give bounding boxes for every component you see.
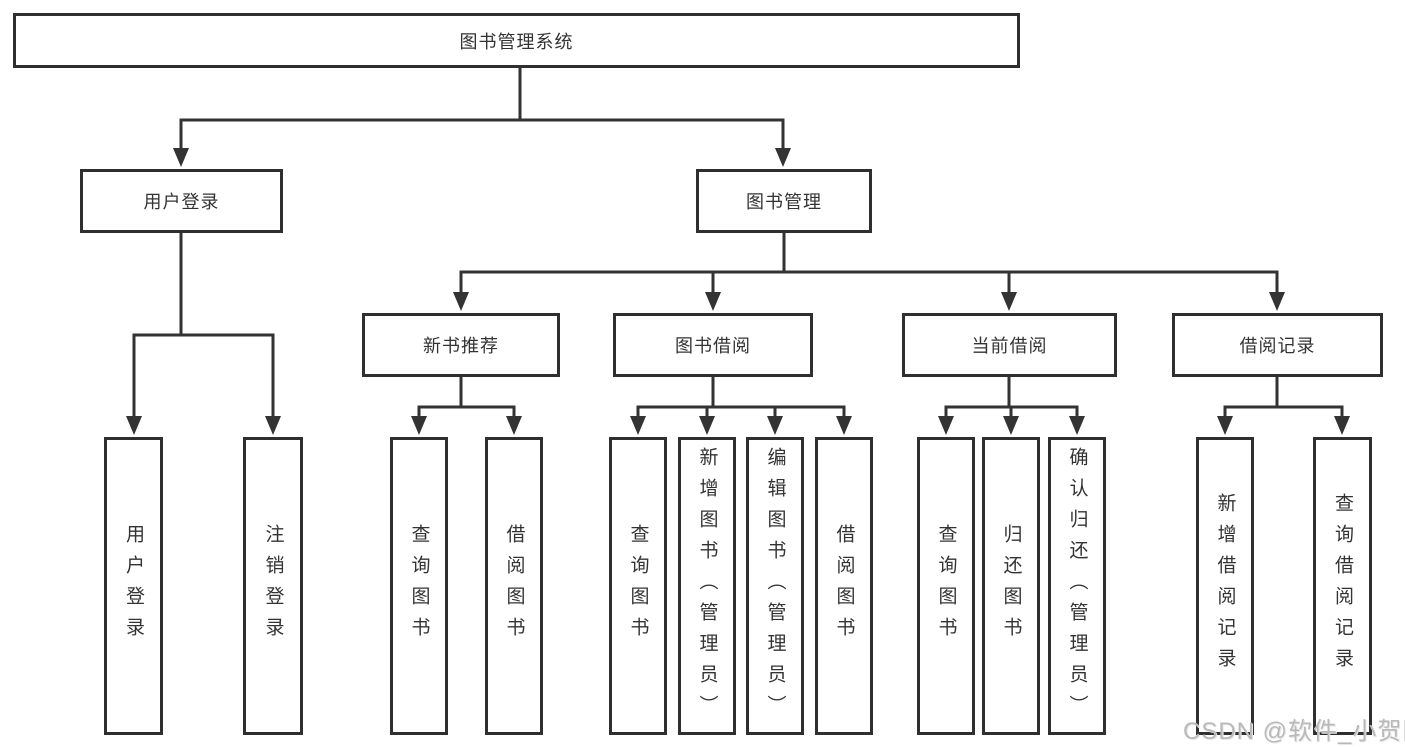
node-borrowing-records: 借阅记录	[1172, 313, 1383, 377]
node-label: 归还图书	[1000, 524, 1022, 648]
node-label: 查询图书	[935, 524, 957, 648]
node-label: 查询借阅记录	[1332, 493, 1353, 679]
node-borrow-books-recommend: 借阅图书	[485, 437, 543, 735]
node-label: 图书管理	[746, 192, 822, 212]
node-book-borrowing: 图书借阅	[613, 313, 813, 377]
node-label: 编辑图书（管理员）	[764, 446, 786, 726]
node-return-book: 归还图书	[982, 437, 1040, 735]
node-edit-book-admin: 编辑图书（管理员）	[746, 437, 804, 735]
node-label: 查询图书	[408, 524, 430, 648]
node-label: 借阅记录	[1239, 336, 1316, 356]
node-query-books-borrowing: 查询图书	[609, 437, 667, 735]
node-library-management-system: 图书管理系统	[13, 13, 1020, 68]
node-label: 新增借阅记录	[1214, 493, 1236, 679]
node-label: 新增图书（管理员）	[696, 446, 718, 726]
node-user-login-leaf: 用户登录	[104, 437, 163, 735]
node-user-login-group: 用户登录	[80, 169, 283, 233]
node-label: 查询图书	[627, 524, 649, 648]
node-add-borrow-record: 新增借阅记录	[1196, 437, 1254, 735]
node-label: 用户登录	[143, 192, 220, 212]
node-label: 注销登录	[262, 524, 284, 648]
node-confirm-return-admin: 确认归还（管理员）	[1048, 437, 1106, 735]
node-borrow-books-borrowing: 借阅图书	[815, 437, 873, 735]
node-query-borrow-record: 查询借阅记录	[1313, 437, 1372, 735]
node-label: 图书借阅	[675, 336, 751, 356]
node-label: 新书推荐	[423, 336, 499, 356]
node-new-book-recommendation: 新书推荐	[362, 313, 560, 377]
node-label: 确认归还（管理员）	[1066, 446, 1088, 726]
node-book-management: 图书管理	[696, 169, 872, 233]
node-current-borrowing: 当前借阅	[902, 313, 1117, 377]
node-label: 借阅图书	[503, 524, 525, 648]
node-label: 用户登录	[123, 524, 144, 648]
node-query-books-current: 查询图书	[917, 437, 975, 735]
node-label: 图书管理系统	[459, 31, 574, 52]
node-label: 当前借阅	[971, 336, 1048, 356]
node-query-books-recommend: 查询图书	[390, 437, 448, 735]
csdn-watermark: CSDN @软件_小贺同学	[1183, 718, 1405, 745]
node-add-book-admin: 新增图书（管理员）	[678, 437, 736, 735]
node-logout: 注销登录	[243, 437, 303, 735]
node-label: 借阅图书	[833, 524, 855, 648]
